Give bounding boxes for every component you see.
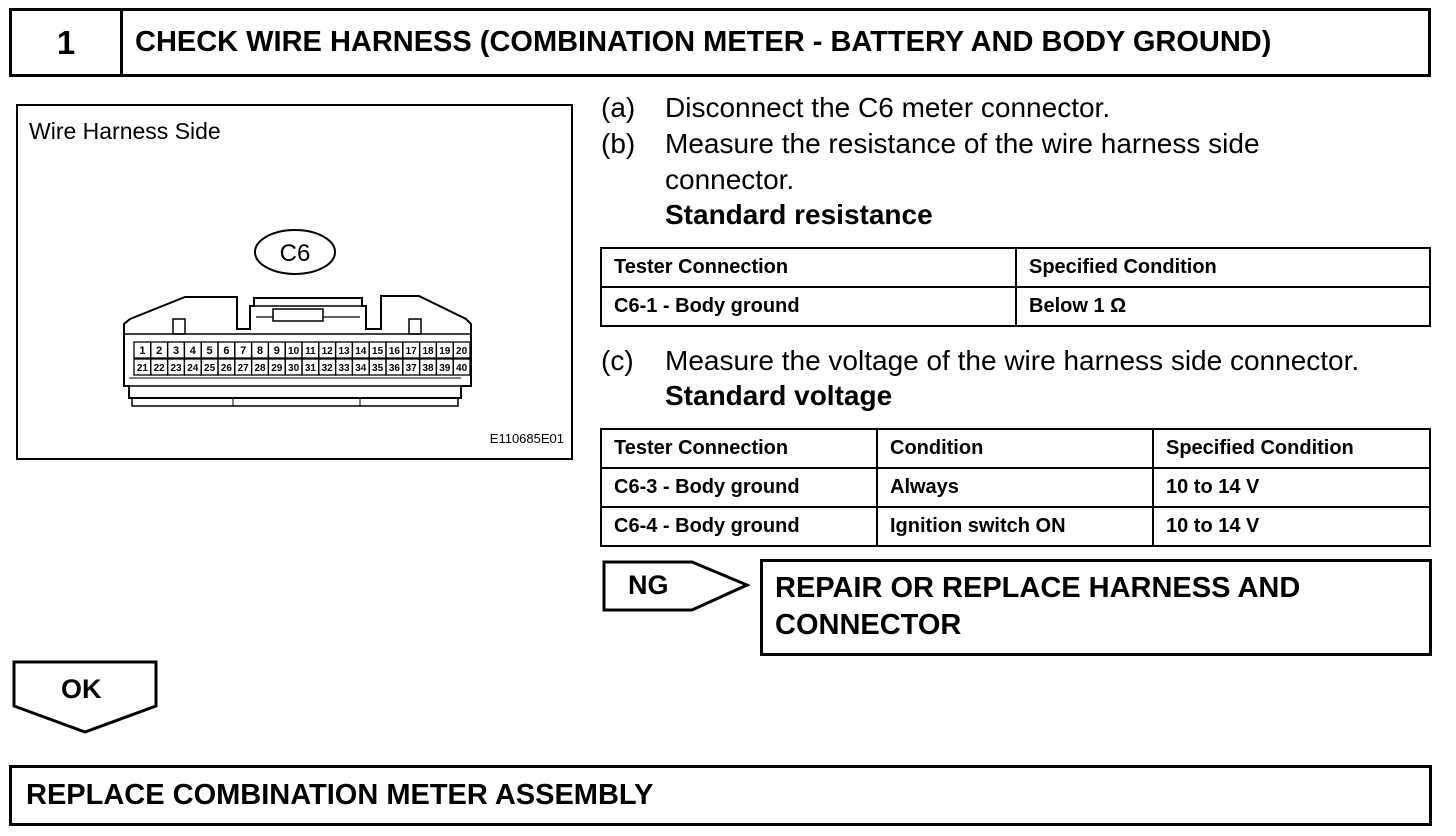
step-b: (b) Measure the resistance of the wire ha… [601, 126, 1260, 162]
step-title: CHECK WIRE HARNESS (COMBINATION METER - … [135, 26, 1272, 58]
connector-pin-number: 18 [422, 346, 434, 357]
step-b-continued: connector. [665, 164, 795, 195]
table-row: C6-1 - Body ground Below 1 Ω [600, 286, 1431, 327]
table-header-row: Tester Connection Specified Condition [600, 247, 1431, 288]
table-cell: C6-4 - Body ground [600, 506, 878, 547]
connector-pin-number: 9 [274, 345, 280, 357]
table-cell: C6-3 - Body ground [600, 467, 878, 508]
connector-pin-number: 2 [156, 345, 162, 357]
ng-result-line: REPAIR OR REPLACE HARNESS AND [775, 572, 1301, 604]
connector-pin-number: 33 [338, 363, 350, 374]
table-header: Specified Condition [1015, 247, 1431, 288]
table-cell: Ignition switch ON [876, 506, 1154, 547]
table-cell: Below 1 Ω [1015, 286, 1431, 327]
connector-pin-number: 5 [207, 345, 213, 357]
connector-pin-number: 1 [139, 345, 145, 357]
voltage-heading: Standard voltage [665, 380, 893, 411]
connector-pin-number: 8 [257, 345, 263, 357]
step-number: 1 [12, 11, 123, 74]
connector-pin-number: 10 [288, 346, 300, 357]
connector-pin-cell [452, 341, 471, 359]
step-c: (c) Measure the voltage of the wire harne… [601, 343, 1359, 379]
ng-result-line: CONNECTOR [775, 609, 962, 641]
ok-label: OK [61, 674, 102, 704]
connector-pin-number: 13 [338, 346, 350, 357]
connector-pin-number: 35 [372, 363, 384, 374]
connector-pin-number: 37 [406, 363, 418, 374]
connector-pin-number: 7 [240, 345, 246, 357]
connector-pin-number: 34 [355, 363, 367, 374]
connector-pin-number: 6 [223, 345, 229, 357]
step-letter: (c) [601, 345, 634, 376]
figure-caption: Wire Harness Side [29, 118, 221, 144]
table-row: C6-3 - Body ground Always 10 to 14 V [600, 467, 1431, 508]
connector-pin-number: 16 [389, 346, 401, 357]
step-text: Measure the voltage of the wire harness … [665, 345, 1360, 376]
connector-pin-number: 22 [154, 363, 166, 374]
connector-pin-number: 39 [439, 363, 451, 374]
connector-pin-number: 11 [305, 346, 316, 357]
connector-pin-number: 31 [305, 363, 317, 374]
connector-pin-number: 30 [288, 363, 300, 374]
resistance-table: Tester Connection Specified Condition C6… [600, 247, 1431, 327]
table-header: Condition [876, 428, 1154, 469]
connector-pin-number: 32 [322, 363, 334, 374]
figure-code: E110685E01 [489, 431, 564, 446]
connector-pin-number: 23 [170, 363, 182, 374]
voltage-table: Tester Connection Condition Specified Co… [600, 428, 1431, 547]
connector-pin-number: 15 [372, 346, 384, 357]
final-step-box: REPLACE COMBINATION METER ASSEMBLY [9, 765, 1432, 826]
table-cell: 10 to 14 V [1152, 467, 1431, 508]
resistance-heading: Standard resistance [665, 199, 933, 230]
step-text: Measure the resistance of the wire harne… [665, 128, 1260, 159]
connector-pin-number: 12 [322, 346, 334, 357]
step-a: (a) Disconnect the C6 meter connector. [601, 90, 1110, 126]
ng-result-box: REPAIR OR REPLACE HARNESS AND CONNECTOR [760, 559, 1432, 656]
table-row: C6-4 - Body ground Ignition switch ON 10… [600, 506, 1431, 547]
connector-pin-number: 24 [187, 363, 199, 374]
connector-pin-number: 14 [355, 346, 367, 357]
connector-label: C6 [280, 240, 311, 267]
table-cell: 10 to 14 V [1152, 506, 1431, 547]
connector-pin-number: 38 [422, 363, 434, 374]
connector-pin-number: 25 [204, 363, 216, 374]
step-text: Disconnect the C6 meter connector. [665, 92, 1111, 123]
connector-pin-number: 29 [271, 363, 283, 374]
table-header: Specified Condition [1152, 428, 1431, 469]
connector-pin-number: 26 [221, 363, 233, 374]
connector-pin-number: 17 [406, 346, 418, 357]
step-header: 1 CHECK WIRE HARNESS (COMBINATION METER … [9, 8, 1431, 77]
connector-pin-number: 36 [389, 363, 401, 374]
connector-housing [123, 295, 472, 399]
step-letter: (b) [601, 128, 636, 159]
connector-pin-number: 3 [173, 345, 179, 357]
connector-pin-number: 27 [238, 363, 250, 374]
connector-pin-number: 19 [439, 346, 451, 357]
table-header-row: Tester Connection Condition Specified Co… [600, 428, 1431, 469]
connector-pin-number: 40 [456, 363, 468, 374]
ng-label: NG [628, 570, 669, 600]
connector-pin-number: 28 [254, 363, 266, 374]
step-letter: (a) [601, 92, 636, 123]
connector-pin-number: 20 [456, 346, 468, 357]
ok-arrow-icon [12, 660, 158, 734]
table-header: Tester Connection [600, 428, 878, 469]
connector-label-ellipse [254, 229, 336, 275]
table-cell: C6-1 - Body ground [600, 286, 1017, 327]
connector-pin-number: 4 [190, 345, 197, 357]
connector-pin-number: 21 [137, 363, 149, 374]
table-header: Tester Connection [600, 247, 1017, 288]
connector-pin-cell [452, 358, 471, 376]
table-cell: Always [876, 467, 1154, 508]
ng-arrow-icon [602, 560, 751, 612]
